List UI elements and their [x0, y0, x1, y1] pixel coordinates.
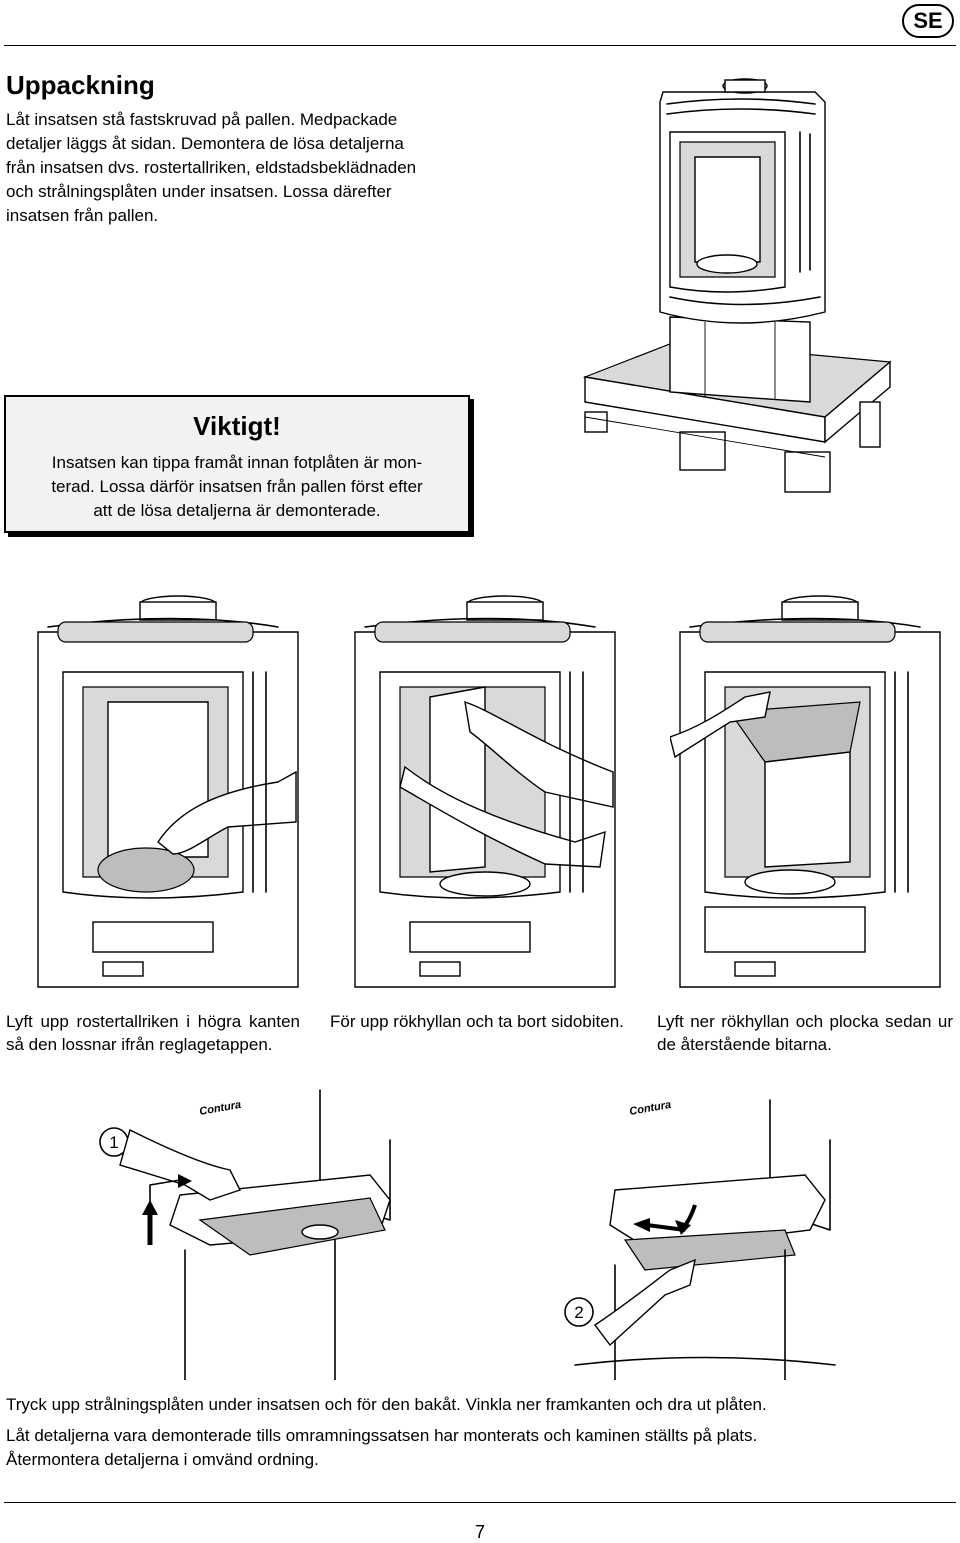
caption-step1: Lyft upp rostertallriken i högra kanten … [6, 1012, 300, 1054]
warning-title: Viktigt! [193, 411, 281, 441]
warning-line: Insatsen kan tippa framåt innan fotplåte… [51, 453, 423, 472]
stove-stand [669, 316, 811, 403]
bottom-line-3: Återmontera detaljerna i omvänd ordning. [6, 1450, 319, 1469]
bottom-line-1: Tryck upp strålningsplåten under insatse… [6, 1395, 767, 1414]
control-lever [734, 961, 776, 977]
footer-rule [4, 1502, 956, 1503]
firebox-back [694, 156, 761, 263]
control-lever [419, 961, 461, 977]
callout-number: 1 [109, 1133, 118, 1152]
warning-box: Viktigt! Insatsen kan tippa framåt innan… [4, 395, 470, 533]
grate-plate [97, 847, 195, 893]
section-title: Uppackning [6, 70, 155, 100]
radiation-plate-pull-illustration: Contura 2 [564, 1099, 836, 1380]
pallet-side [824, 360, 891, 444]
control-panel [92, 921, 214, 953]
air-slot [374, 621, 571, 643]
grate [696, 254, 758, 274]
caption-step2: För upp rökhyllan och ta bort sidobiten. [330, 1012, 624, 1031]
pallet-leg [784, 451, 831, 493]
bottom-line-2: Låt detaljerna vara demonterade tills om… [6, 1426, 758, 1445]
radiation-plate [198, 1197, 386, 1256]
step1-illustration [37, 595, 299, 988]
page-number: 7 [474, 1522, 485, 1542]
language-badge: SE [902, 4, 954, 38]
grate [439, 871, 531, 897]
stove-on-pallet-illustration [582, 78, 892, 493]
arrow-left-icon [633, 1218, 650, 1232]
hand-icon [593, 1258, 696, 1347]
pallet-leg [679, 431, 726, 471]
hand-icon [157, 770, 297, 855]
intro-line: från insatsen dvs. rostertallriken, elds… [6, 158, 417, 177]
caption-step3: Lyft ner rökhyllan och plocka sedan ur d… [657, 1012, 953, 1054]
flue-collar [781, 601, 859, 621]
flue-collar [466, 601, 544, 621]
arrow-right-icon [178, 1174, 192, 1188]
radiation-plate-push-illustration: 1 Contura [99, 1089, 391, 1380]
control-panel [704, 906, 866, 953]
intro-line: Låt insatsen stå fastskruvad på pallen. … [6, 110, 398, 129]
pallet-leg [584, 411, 608, 433]
intro-line: insatsen från pallen. [6, 206, 159, 225]
hand-icon [670, 691, 771, 759]
warning-line: att de lösa detaljerna är demonterade. [93, 501, 381, 520]
callout-circle [564, 1297, 594, 1327]
brand-mark: Contura [628, 1099, 672, 1118]
arrow-up-icon [142, 1200, 158, 1215]
air-slot [699, 621, 896, 643]
intro-line: och strålningsplåten under insatsen. Los… [6, 182, 392, 201]
step3-illustration [670, 595, 941, 988]
brand-mark: Contura [198, 1099, 242, 1118]
pallet-leg [859, 401, 881, 448]
intro-line: detaljer läggs åt sidan. Demontera de lö… [6, 134, 404, 153]
arrow-down-icon [675, 1220, 691, 1235]
header-rule [4, 45, 956, 46]
firebox-back [764, 751, 851, 868]
control-lever [102, 961, 144, 977]
warning-line: terad. Lossa därför insatsen från pallen… [51, 477, 423, 496]
intro-paragraph: Låt insatsen stå fastskruvad på pallen. … [6, 108, 466, 228]
step2-illustration [354, 595, 616, 988]
radiation-plate [623, 1229, 796, 1271]
air-slot [57, 621, 254, 643]
hand-icon [464, 700, 614, 808]
flue-collar [139, 601, 217, 621]
grate [744, 869, 836, 895]
callout-number: 2 [574, 1303, 583, 1322]
control-panel [409, 921, 531, 953]
hand-icon [399, 765, 606, 868]
flue-collar-side [724, 79, 766, 93]
hand-icon [119, 1128, 241, 1201]
warning-text: Insatsen kan tippa framåt innan fotplåte… [24, 451, 450, 523]
